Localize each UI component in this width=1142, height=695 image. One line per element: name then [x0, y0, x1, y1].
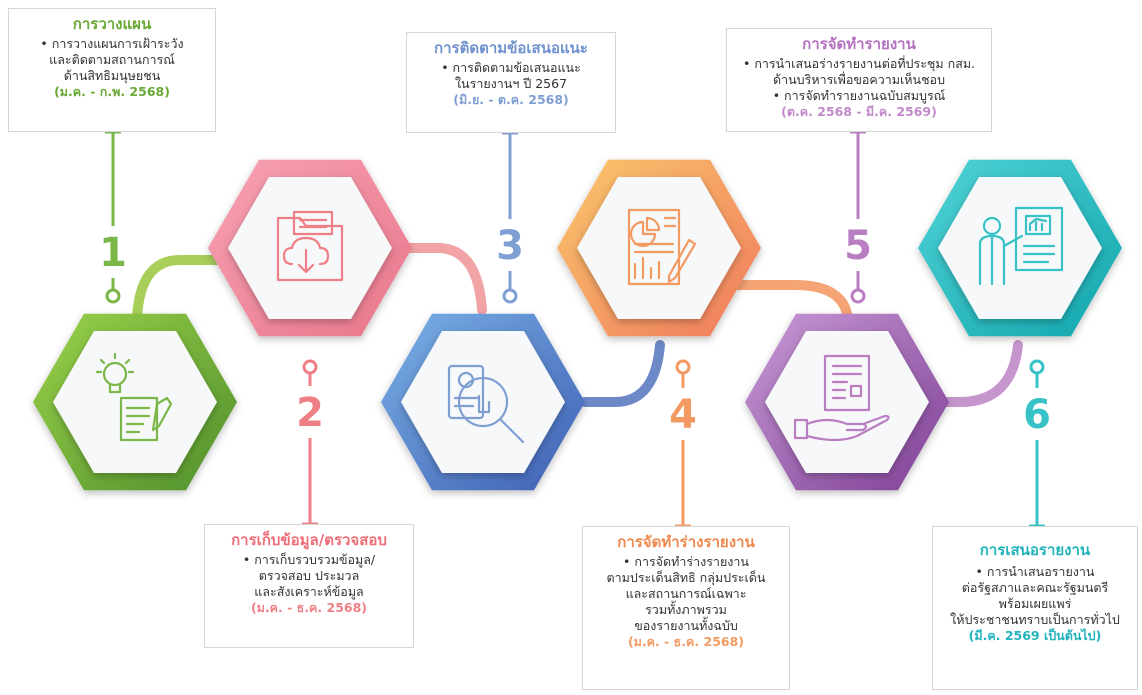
step-2-box: การเก็บข้อมูล/ตรวจสอบ • การเก็บรวบรวมข้อ…: [204, 524, 414, 648]
step-1-hexagon: [33, 313, 237, 491]
step-6-date: (มี.ค. 2569 เป็นต้นไป): [968, 628, 1102, 643]
step-3-number: 3: [496, 223, 524, 269]
connector-2-3: [390, 243, 487, 315]
step-6-hexagon: [918, 159, 1122, 337]
step-2-line-2: ตรวจสอบ ประมวล: [258, 568, 360, 583]
step-2-title: การเก็บข้อมูล/ตรวจสอบ: [231, 531, 387, 549]
step-3-title: การติดตามข้อเสนอแนะ: [434, 39, 588, 57]
step-4-title: การจัดทำร่างรายงาน: [617, 533, 755, 551]
step-6-title: การเสนอรายงาน: [979, 541, 1091, 559]
step-6-connector-line: [1029, 359, 1045, 528]
step-1-line-1: • การวางแผนการเฝ้าระวัง: [40, 36, 184, 51]
step-3-hexagon: [381, 313, 585, 491]
connector-5-6: [925, 340, 1023, 407]
connector-1-2: [132, 255, 233, 323]
hand-document-icon: [793, 354, 890, 442]
step-5-title: การจัดทำรายงาน: [802, 35, 916, 53]
step-6-line-2: ต่อรัฐสภาและคณะรัฐมนตรี: [961, 580, 1109, 595]
step-6-box: การเสนอรายงาน • การนำเสนอรายงาน ต่อรัฐสภ…: [932, 526, 1138, 690]
step-4-connector-line: [675, 359, 691, 528]
step-2-number: 2: [296, 390, 324, 436]
step-4-line-4: รวมทั้งภาพรวม: [645, 602, 727, 617]
step-2-line-1: • การเก็บรวบรวมข้อมูล/: [242, 552, 376, 567]
step-1-title: การวางแผน: [72, 15, 152, 33]
step-6-line-3: พร้อมเผยแพร่: [998, 596, 1072, 611]
step-3-date: (มิ.ย. - ต.ค. 2568): [453, 92, 569, 107]
step-1-line-3: ด้านสิทธิมนุษยชน: [63, 68, 161, 83]
folder-download-icon: [276, 210, 344, 282]
step-3-line-2: ในรายงานฯ ปี 2567: [454, 76, 568, 91]
step-2-hexagon: [208, 159, 412, 337]
step-4-line-2: ตามประเด็นสิทธิ กลุ่มประเด็น: [606, 570, 766, 585]
step-5-box: การจัดทำรายงาน • การนำเสนอร่างรายงานต่อท…: [726, 28, 992, 132]
step-1-connector-line: [105, 130, 121, 304]
step-3-line-1: • การติดตามข้อเสนอแนะ: [441, 60, 581, 75]
step-4-box: การจัดทำร่างรายงาน • การจัดทำร่างรายงาน …: [582, 526, 790, 690]
step-1-line-2: และติดตามสถานการณ์: [49, 52, 175, 67]
connector-4-5: [730, 280, 853, 325]
step-2-date: (ม.ค. - ธ.ค. 2568): [250, 600, 368, 615]
step-6-line-1: • การนำเสนอรายงาน: [975, 564, 1095, 579]
step-2-connector-line: [302, 359, 318, 526]
step-1-number: 1: [99, 230, 127, 276]
step-6-line-4: ให้ประชาชนทราบเป็นการทั่วไป: [950, 612, 1120, 627]
step-1-box: การวางแผน • การวางแผนการเฝ้าระวัง และติด…: [8, 8, 216, 132]
presenter-chart-icon: [978, 206, 1064, 286]
idea-planning-icon: [95, 352, 173, 442]
step-5-line-1: • การนำเสนอร่างรายงานต่อที่ประชุม กสม.: [742, 56, 976, 71]
step-4-line-3: และสถานการณ์เฉพาะ: [625, 586, 747, 601]
step-5-connector-line: [850, 130, 866, 304]
step-2-line-3: และสังเคราะห์ข้อมูล: [254, 584, 364, 599]
step-5-number: 5: [844, 223, 872, 269]
report-chart-icon: [627, 208, 697, 286]
step-4-line-5: ของรายงานทั้งฉบับ: [634, 618, 738, 633]
step-1-date: (ม.ค. - ก.พ. 2568): [54, 84, 170, 99]
step-3-box: การติดตามข้อเสนอแนะ • การติดตามข้อเสนอแน…: [406, 32, 616, 133]
step-4-hexagon: [557, 159, 761, 337]
step-5-line-2: ด้านบริหารเพื่อขอความเห็นชอบ: [773, 72, 945, 87]
step-5-hexagon: [745, 313, 949, 491]
step-4-number: 4: [669, 392, 697, 438]
step-4-line-1: • การจัดทำร่างรายงาน: [623, 554, 749, 569]
connector-3-4: [580, 340, 665, 407]
step-5-line-3: • การจัดทำรายงานฉบับสมบูรณ์: [772, 88, 946, 103]
step-4-date: (ม.ค. - ธ.ค. 2568): [627, 634, 745, 649]
step-5-date: (ต.ค. 2568 - มี.ค. 2569): [781, 104, 937, 119]
search-document-icon: [447, 364, 525, 444]
step-3-connector-line: [502, 131, 518, 304]
step-6-number: 6: [1023, 392, 1051, 438]
